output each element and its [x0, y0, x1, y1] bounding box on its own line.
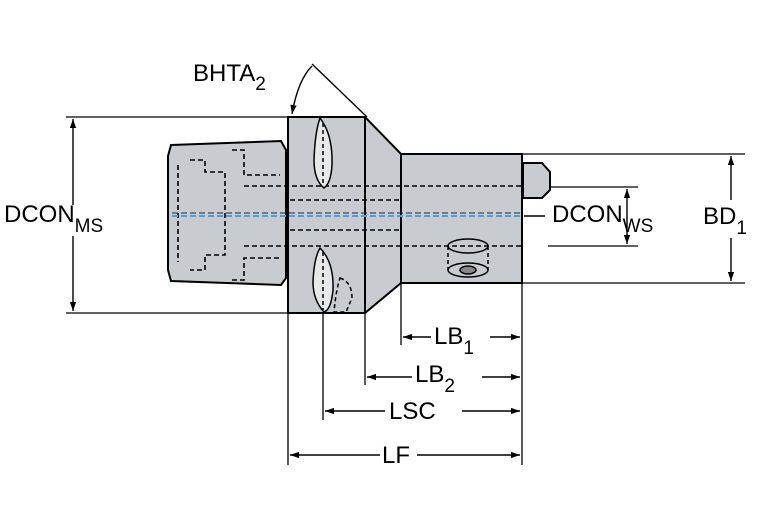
flange-slots	[312, 116, 353, 313]
label-lb2: LB2	[415, 361, 455, 397]
dimension-lines	[69, 63, 735, 459]
label-lb1: LB1	[434, 323, 474, 359]
extension-lines	[66, 116, 745, 465]
flange-and-cone	[287, 116, 523, 314]
cross-hole	[447, 238, 489, 278]
dimension-labels: BHTA2 DCONMS DCONWS BD1 LB1 LB2 LSC LF	[4, 60, 747, 469]
hidden-features	[177, 149, 522, 281]
label-lsc: LSC	[389, 398, 436, 425]
label-lf: LF	[382, 442, 410, 469]
label-dcon-ms: DCONMS	[4, 201, 103, 237]
end-stub	[522, 162, 551, 199]
label-bhta2: BHTA2	[193, 60, 266, 95]
label-dcon-ws: DCONWS	[552, 201, 653, 237]
label-bd1: BD1	[703, 203, 747, 239]
